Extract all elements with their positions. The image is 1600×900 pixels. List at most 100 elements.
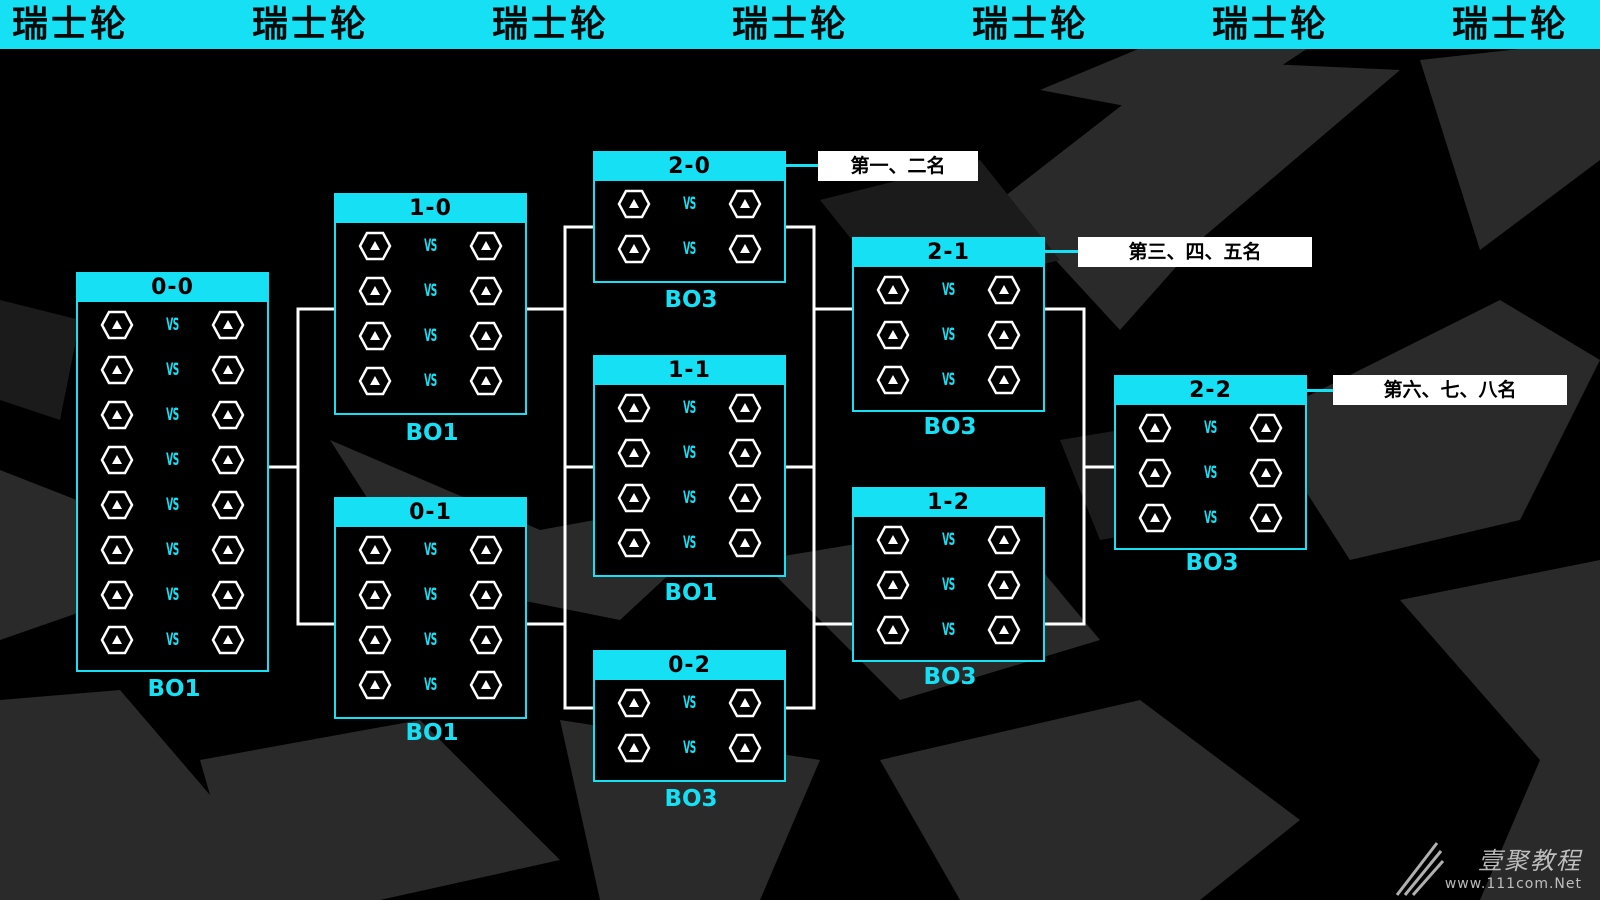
banner-word: 瑞士轮: [492, 4, 610, 45]
match-row: VS: [595, 226, 784, 271]
match-row: VS: [336, 662, 525, 707]
match-row: VS: [854, 517, 1043, 562]
group-record-header: 2-2: [1116, 377, 1305, 405]
hexagon-team-icon: [617, 438, 651, 467]
hexagon-team-icon: [617, 234, 651, 263]
hexagon-team-icon: [876, 275, 910, 304]
vs-label: VS: [683, 442, 696, 463]
vs-label: VS: [424, 629, 437, 650]
watermark-url: www.111com.Net: [1444, 876, 1582, 892]
hexagon-team-icon: [1249, 458, 1283, 487]
vs-label: VS: [166, 584, 179, 605]
hexagon-team-icon: [100, 355, 134, 384]
hexagon-team-icon: [876, 365, 910, 394]
hexagon-team-icon: [617, 393, 651, 422]
hexagon-team-icon: [211, 580, 245, 609]
hexagon-team-icon: [617, 688, 651, 717]
vs-label: VS: [424, 370, 437, 391]
hexagon-team-icon: [358, 321, 392, 350]
vs-label: VS: [942, 279, 955, 300]
hexagon-team-icon: [469, 535, 503, 564]
hexagon-team-icon: [100, 625, 134, 654]
hexagon-team-icon: [728, 528, 762, 557]
watermark-logo-icon: [1395, 842, 1444, 896]
group-record-header: 0-0: [78, 274, 267, 302]
hexagon-team-icon: [469, 321, 503, 350]
hexagon-team-icon: [987, 365, 1021, 394]
format-label: BO3: [1185, 550, 1239, 576]
rank-label-3-5: 第三、四、五名: [1078, 237, 1312, 267]
group-record-header: 1-2: [854, 489, 1043, 517]
format-label: BO1: [147, 676, 201, 702]
match-row: VS: [78, 482, 267, 527]
hexagon-team-icon: [987, 320, 1021, 349]
match-row: VS: [78, 347, 267, 392]
hexagon-team-icon: [358, 670, 392, 699]
hexagon-team-icon: [469, 625, 503, 654]
format-label: BO3: [923, 664, 977, 690]
hexagon-team-icon: [211, 535, 245, 564]
match-row: VS: [1116, 450, 1305, 495]
vs-label: VS: [424, 325, 437, 346]
hexagon-team-icon: [987, 275, 1021, 304]
watermark-name: 壹聚教程: [1478, 847, 1582, 875]
vs-label: VS: [683, 193, 696, 214]
hexagon-team-icon: [1249, 503, 1283, 532]
hexagon-team-icon: [469, 231, 503, 260]
banner-word: 瑞士轮: [252, 4, 370, 45]
hexagon-team-icon: [876, 525, 910, 554]
match-list: VS VS: [595, 680, 784, 770]
format-label: BO1: [405, 420, 459, 446]
match-row: VS: [336, 358, 525, 403]
vs-label: VS: [683, 737, 696, 758]
hexagon-team-icon: [358, 580, 392, 609]
hexagon-team-icon: [469, 366, 503, 395]
match-row: VS: [595, 430, 784, 475]
hexagon-team-icon: [358, 276, 392, 305]
banner-word: 瑞士轮: [732, 4, 850, 45]
format-label: BO3: [664, 786, 718, 812]
vs-label: VS: [166, 404, 179, 425]
match-row: VS: [595, 680, 784, 725]
banner-word: 瑞士轮: [1452, 4, 1570, 45]
format-label: BO3: [664, 287, 718, 313]
hexagon-team-icon: [100, 535, 134, 564]
hexagon-team-icon: [211, 400, 245, 429]
match-row: VS: [854, 357, 1043, 402]
top-banner: 瑞士轮瑞士轮瑞士轮瑞士轮瑞士轮瑞士轮瑞士轮: [0, 0, 1600, 49]
hexagon-team-icon: [728, 483, 762, 512]
rank-connector-line: [1307, 389, 1335, 392]
vs-label: VS: [424, 280, 437, 301]
banner-word: 瑞士轮: [972, 4, 1090, 45]
vs-label: VS: [166, 539, 179, 560]
group-record-header: 2-0: [595, 153, 784, 181]
hexagon-team-icon: [100, 580, 134, 609]
hexagon-team-icon: [728, 438, 762, 467]
hexagon-team-icon: [1138, 458, 1172, 487]
hexagon-team-icon: [876, 570, 910, 599]
match-row: VS: [595, 385, 784, 430]
match-row: VS: [595, 725, 784, 770]
hexagon-team-icon: [987, 570, 1021, 599]
vs-label: VS: [942, 574, 955, 595]
match-row: VS: [595, 181, 784, 226]
match-row: VS: [78, 302, 267, 347]
vs-label: VS: [166, 449, 179, 470]
vs-label: VS: [424, 235, 437, 256]
hexagon-team-icon: [211, 310, 245, 339]
hexagon-team-icon: [987, 615, 1021, 644]
hexagon-team-icon: [211, 625, 245, 654]
vs-label: VS: [166, 494, 179, 515]
hexagon-team-icon: [728, 733, 762, 762]
vs-label: VS: [166, 629, 179, 650]
hexagon-team-icon: [100, 310, 134, 339]
vs-label: VS: [683, 532, 696, 553]
